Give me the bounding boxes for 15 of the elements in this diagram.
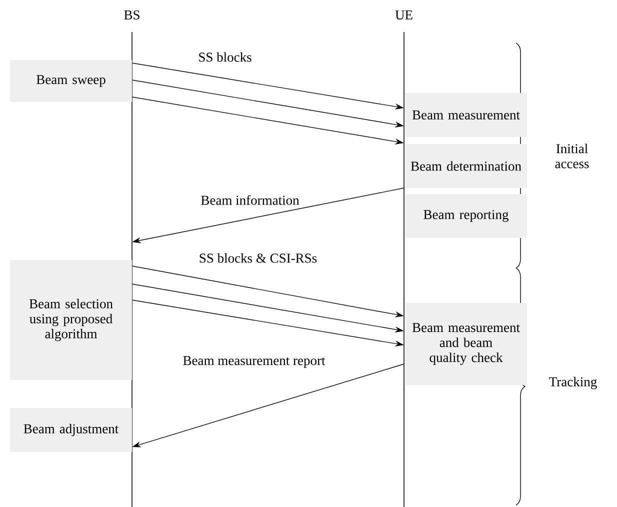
edge-label: Beam measurement report xyxy=(182,355,326,369)
phase-label: Tracking xyxy=(549,376,597,390)
lifeline-label: BS xyxy=(124,10,140,20)
step-box: Beam adjustment xyxy=(10,408,132,452)
step-box: Beam measurement and beam quality check xyxy=(405,303,527,385)
step-box: Beam reporting xyxy=(405,194,527,238)
step-box: Beam determination xyxy=(405,144,527,188)
step-box: Beam measurement xyxy=(405,93,527,137)
edge-label: Beam information xyxy=(200,194,300,206)
edge-label: SS blocks & CSI-RSs xyxy=(198,252,318,264)
step-box: Beam selection using proposed algorithm xyxy=(10,260,132,380)
edge-label: SS blocks xyxy=(197,51,253,63)
lifeline-label: UE xyxy=(395,10,412,20)
phase-label: Initial access xyxy=(555,144,589,168)
step-box: Beam sweep xyxy=(10,60,132,102)
